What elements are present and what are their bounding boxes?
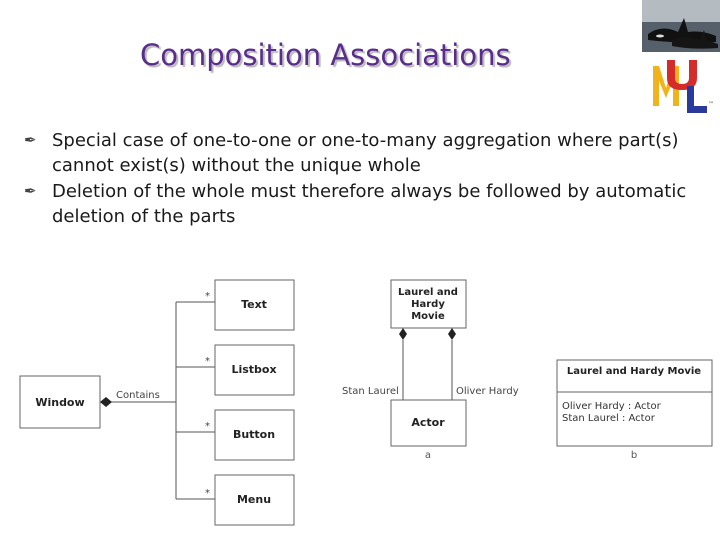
movie-class-box (390, 279, 467, 329)
trademark-symbol: ™ (708, 101, 714, 108)
attribute-oliver-hardy: Oliver Hardy : Actor (562, 401, 662, 412)
window-class-label: Window (35, 396, 84, 409)
caption-a: a (425, 450, 431, 461)
button-class-label: Button (233, 428, 275, 441)
bullet-item: ✒ Deletion of the whole must therefore a… (24, 179, 714, 229)
window-composition-diagram (100, 301, 215, 500)
bullet-text: Deletion of the whole must therefore alw… (52, 181, 687, 227)
actor-class-label: Actor (411, 416, 445, 429)
movie-class-label-line1: Laurel and (398, 287, 458, 298)
composition-diamond (448, 328, 456, 340)
composition-diamond (100, 397, 112, 407)
multiplicity-label: * (205, 356, 210, 367)
movie-class-label-line2: Hardy (411, 299, 445, 310)
movie-composite-class-label: Laurel and Hardy Movie (567, 366, 701, 377)
contains-label: Contains (116, 390, 160, 401)
composition-diagram: Window Contains * * * * Text Listbox But… (19, 279, 713, 526)
composition-diamond (399, 328, 407, 340)
button-class-box (214, 409, 295, 461)
multiplicity-label: * (205, 291, 210, 302)
actor-class-box (390, 399, 467, 447)
multiplicity-label: * (205, 421, 210, 432)
caption-b: b (631, 450, 637, 461)
bullet-list: ✒ Special case of one-to-one or one-to-m… (24, 128, 714, 230)
text-class-label: Text (241, 298, 267, 311)
bullet-text: Special case of one-to-one or one-to-man… (52, 130, 679, 176)
slide-title: Composition Associations (140, 38, 511, 72)
stan-laurel-role: Stan Laurel (342, 386, 399, 397)
multiplicity-label: * (205, 488, 210, 499)
attribute-stan-laurel: Stan Laurel : Actor (562, 413, 656, 424)
quill-pen-icon: ✒ (24, 182, 37, 200)
menu-class-label: Menu (237, 493, 271, 506)
window-class-box (19, 375, 101, 429)
movie-composite-class-box (556, 359, 713, 447)
menu-class-box (214, 474, 295, 526)
listbox-class-label: Listbox (231, 363, 276, 376)
text-class-box (214, 279, 295, 331)
orca-photo (642, 0, 720, 52)
bullet-item: ✒ Special case of one-to-one or one-to-m… (24, 128, 714, 178)
quill-pen-icon: ✒ (24, 131, 37, 149)
listbox-class-box (214, 344, 295, 396)
oliver-hardy-role: Oliver Hardy (456, 386, 519, 397)
movie-class-label-line3: Movie (411, 311, 445, 322)
uml-logo: ™ (653, 60, 714, 113)
